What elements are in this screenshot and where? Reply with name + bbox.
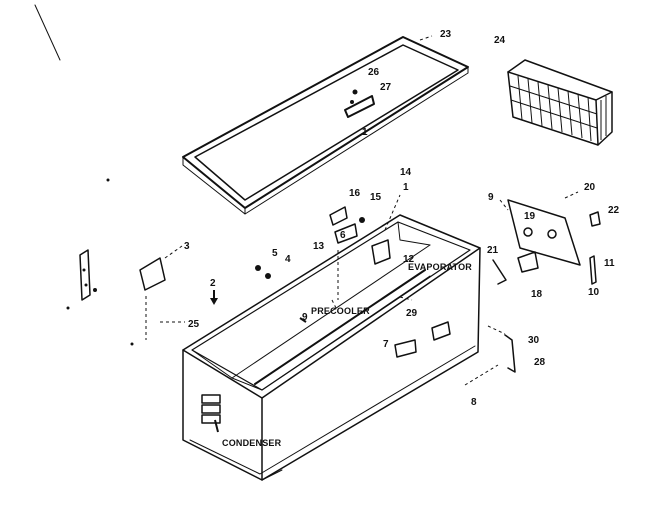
part-30 — [504, 334, 516, 373]
callout-1-lid: 1 — [362, 127, 368, 138]
callout-16: 16 — [349, 188, 361, 199]
drain-component — [394, 339, 417, 358]
callout-3: 3 — [184, 241, 190, 252]
callout-13: 13 — [313, 241, 325, 252]
cabinet-foot — [261, 469, 283, 481]
label-evaporator: EVAPORATOR — [408, 262, 472, 272]
lid-inner — [194, 44, 459, 201]
lid-outer — [182, 36, 469, 209]
callout-21: 21 — [487, 245, 499, 256]
left-hardware — [66, 178, 185, 346]
callout-6: 6 — [340, 230, 346, 241]
callout-30: 30 — [528, 335, 540, 346]
part-13 — [334, 223, 358, 244]
basket-front — [507, 71, 599, 146]
callout-18: 18 — [531, 289, 543, 300]
callout-5: 5 — [272, 248, 278, 259]
callout-12: 12 — [403, 254, 415, 265]
callout-10: 10 — [588, 287, 600, 298]
basket-top — [507, 59, 613, 101]
callout-23: 23 — [440, 29, 452, 40]
wire-basket — [507, 59, 613, 146]
cabinet-side — [261, 247, 481, 481]
basket-wires — [509, 75, 607, 142]
precooler-tube-2 — [261, 275, 431, 391]
label-precooler: PRECOOLER — [311, 306, 370, 316]
basket-side — [597, 91, 613, 146]
thermostat-component — [431, 321, 451, 341]
hinge-screw — [352, 89, 358, 95]
callout-22: 22 — [608, 205, 620, 216]
callout-29: 29 — [406, 308, 418, 319]
lid-hinge — [344, 95, 375, 118]
part-21 — [492, 259, 507, 285]
center-hardware — [255, 194, 401, 300]
callout-25: 25 — [188, 319, 200, 330]
access-panel-19 — [507, 199, 581, 266]
lid-edge-right — [244, 66, 469, 215]
callout-26: 26 — [368, 67, 380, 78]
part-18 — [517, 251, 539, 273]
cabinet-front — [182, 349, 263, 481]
callout-1: 1 — [403, 182, 409, 193]
callout-20: 20 — [584, 182, 596, 193]
callout-19: 19 — [524, 211, 536, 222]
knob-22 — [589, 211, 601, 227]
callout-4: 4 — [285, 254, 291, 265]
part-10 — [589, 255, 597, 285]
liner-bottom — [231, 244, 431, 379]
lid-assembly — [182, 36, 469, 215]
callout-2: 2 — [210, 278, 216, 289]
callout-9-precooler: 9 — [302, 312, 308, 323]
callout-9-right: 9 — [488, 192, 494, 203]
hinge-screw-2 — [350, 100, 354, 104]
cabinet-opening — [191, 221, 471, 391]
front-lower-hardware — [464, 325, 516, 386]
callout-11: 11 — [604, 258, 615, 269]
right-hardware — [492, 191, 601, 285]
callout-27: 27 — [380, 82, 392, 93]
callout-7: 7 — [383, 339, 389, 350]
condenser-vents — [201, 394, 221, 433]
lid-edge — [182, 156, 246, 215]
scan-artifact-line — [34, 4, 61, 61]
label-condenser: CONDENSER — [222, 438, 282, 448]
callout-8: 8 — [471, 397, 477, 408]
hinge-bracket-left — [79, 249, 91, 301]
evaporator-block — [371, 239, 391, 265]
precooler-tube — [254, 269, 426, 385]
callout-28: 28 — [534, 357, 546, 368]
callout-24: 24 — [494, 35, 506, 46]
cabinet-base — [189, 345, 476, 475]
callout-15: 15 — [370, 192, 382, 203]
precooler-clip — [299, 317, 307, 323]
hinge-part-3 — [139, 257, 166, 291]
part-16 — [329, 206, 348, 226]
liner-back — [397, 221, 431, 246]
freezer-cabinet — [182, 214, 481, 481]
callout-14: 14 — [400, 167, 412, 178]
